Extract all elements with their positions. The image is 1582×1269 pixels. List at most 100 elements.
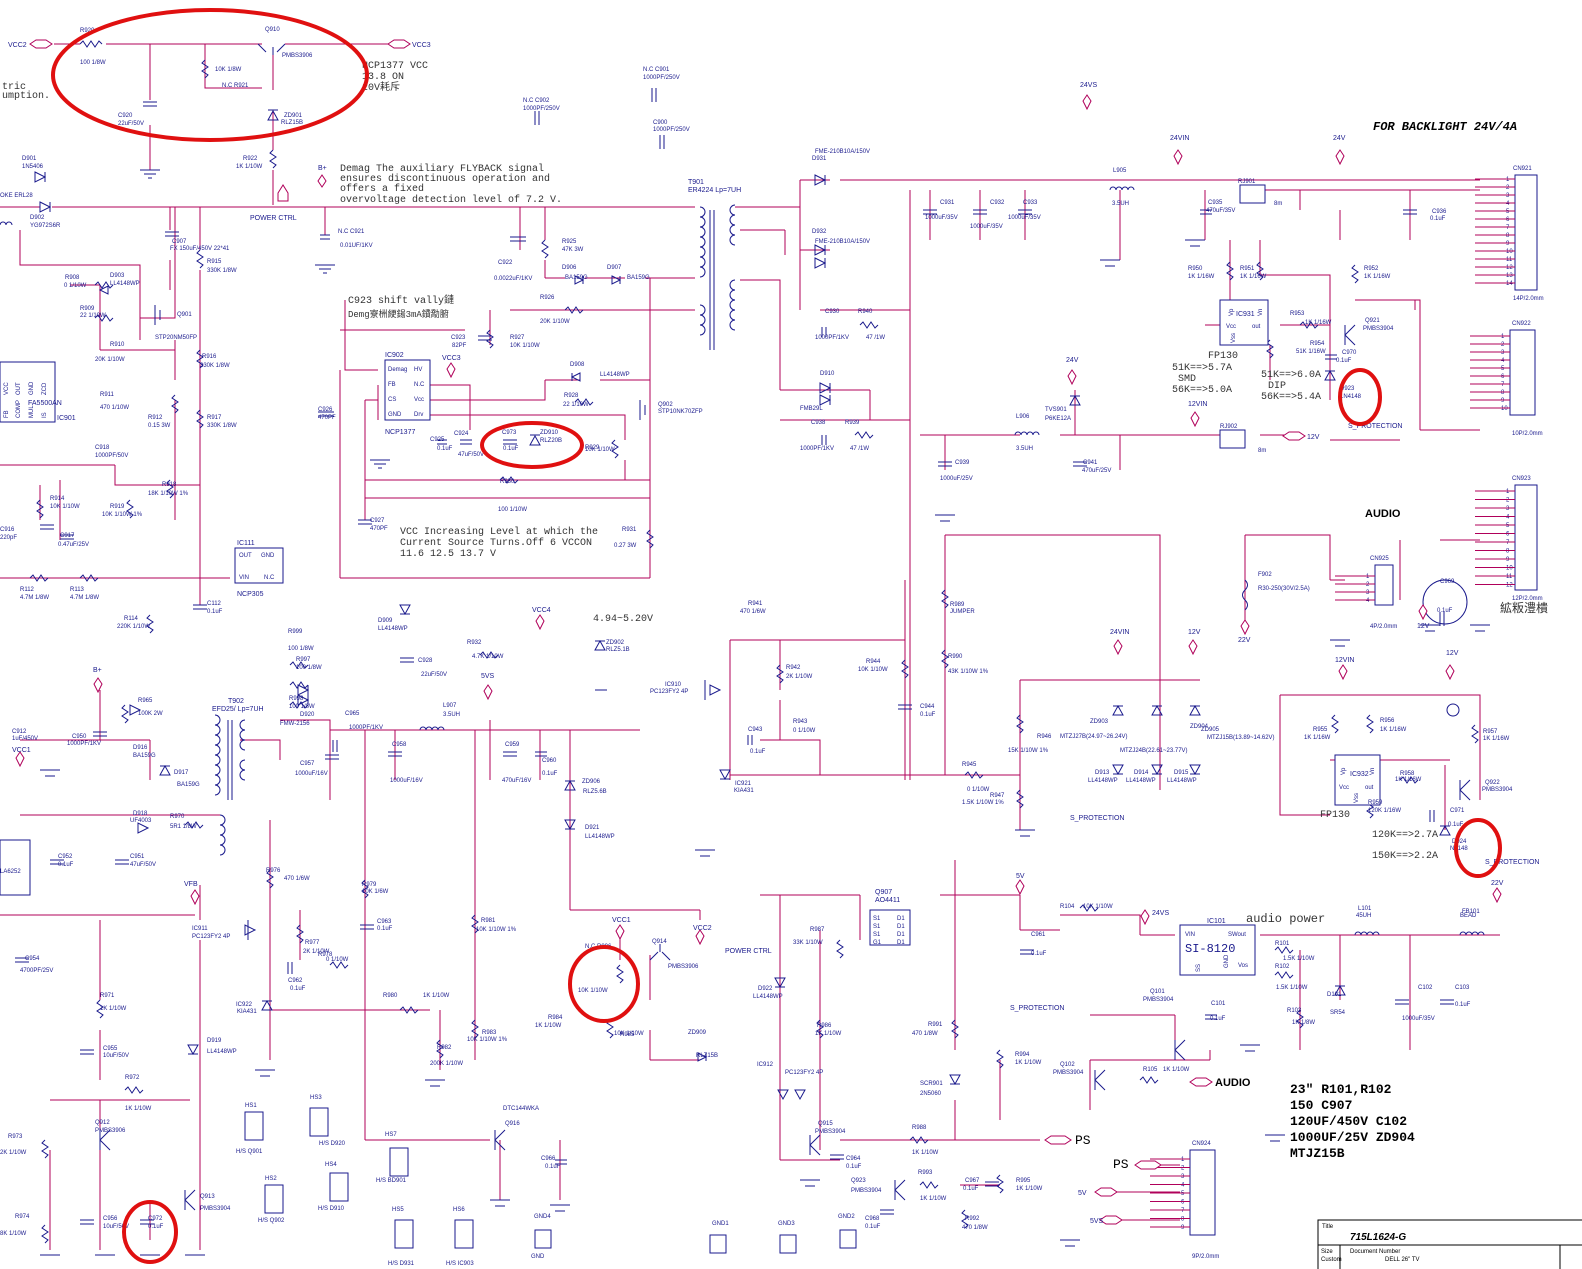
component-label: R984	[548, 1015, 563, 1021]
ic902-pin-nc: N.C	[414, 382, 425, 388]
component-label: 4.7K 1/10W	[472, 654, 504, 660]
component-label: Q914	[652, 939, 667, 945]
component-label: R998	[289, 696, 304, 702]
component-label: R104	[1060, 904, 1075, 910]
component-label: HS4	[325, 1162, 337, 1168]
component-label: R997	[296, 657, 311, 663]
component-label: RJ901	[1238, 179, 1256, 185]
component-label: R971	[100, 993, 115, 999]
component-label: C954	[25, 956, 40, 962]
cn923-pin: 8	[1506, 549, 1510, 555]
component-label: R946	[1037, 734, 1052, 740]
component-label: HS6	[453, 1207, 465, 1213]
cn921-pin: 2	[1506, 185, 1510, 191]
component-label: LL4148WP	[1088, 778, 1118, 784]
component-label: GND3	[778, 1221, 795, 1227]
docnum-key: Document Number	[1350, 1249, 1400, 1255]
component-label: 1000PF/1KV	[815, 335, 849, 341]
cn923-pin: 11	[1506, 574, 1513, 580]
component-label: C101	[1211, 1001, 1226, 1007]
cn921-pin: 4	[1506, 201, 1510, 207]
component-label: 10K 1/8W	[215, 67, 242, 73]
net-bplus-1: B+	[318, 165, 327, 172]
ic901-ref: IC901	[57, 415, 76, 422]
component-label: P6KE12A	[1045, 416, 1071, 422]
component-label: MTZJ24B(22.61~23.77V)	[1120, 748, 1188, 754]
component-label: OKE ERL28	[0, 193, 33, 199]
rj902-body	[1219, 429, 1246, 449]
component-label: R994	[1015, 1052, 1030, 1058]
cn921-body	[1514, 174, 1538, 291]
component-label: 4.7M 1/8W	[70, 595, 99, 601]
component-label: H/S D931	[388, 1261, 415, 1267]
component-label: C961	[1031, 932, 1046, 938]
component-label: Q912	[95, 1120, 110, 1126]
component-label: 0.1uF	[58, 862, 74, 868]
ic931-pin-vn: Vn	[1258, 309, 1264, 316]
component-label: 10K 1/6W	[362, 889, 389, 895]
component-label: HS5	[392, 1207, 404, 1213]
cn922-pin: 9	[1501, 398, 1505, 404]
component-label: R956	[1380, 718, 1395, 724]
cn924-pin: 7	[1181, 1208, 1185, 1214]
q907-pin-g1: G1	[873, 940, 882, 946]
net-vcc3-b: VCC3	[442, 355, 461, 362]
component-label: 20K 1/10W	[540, 319, 570, 325]
component-label: HS3	[310, 1095, 322, 1101]
component-label: 1000PF/1KV	[349, 725, 383, 731]
component-label: C950	[72, 734, 87, 740]
component-label: 1000uF/16V	[295, 771, 328, 777]
net-vcc2-b: VCC2	[693, 925, 712, 932]
component-label: R929	[585, 445, 600, 451]
component-label: R931	[622, 527, 637, 533]
ic901-pin-fb: FB	[4, 410, 10, 418]
component-label: 1000uF/25V	[940, 476, 973, 482]
component-label: R945	[962, 762, 977, 768]
component-label: RLZ15B	[281, 120, 303, 126]
cn921-pin: 9	[1506, 241, 1510, 247]
ic111-pin-out: OUT	[239, 553, 252, 559]
component-label: R974	[15, 1214, 30, 1220]
component-label: N.C C921	[338, 229, 365, 235]
ic932-pin-vcc: Vcc	[1339, 785, 1349, 791]
net-24vs: 24VS	[1080, 82, 1097, 89]
component-label: D931	[812, 156, 827, 162]
ic101-pin-gnd: GND	[1224, 954, 1230, 968]
component-label: C966	[541, 1156, 556, 1162]
component-label: 0.1uF	[437, 446, 453, 452]
ic902-pin-drv: Drv	[414, 412, 423, 418]
component-label: D909	[378, 618, 393, 624]
ic932-ref: IC932	[1350, 771, 1369, 778]
net-bplus-2: B+	[93, 667, 102, 674]
ic101-pin-vin: VIN	[1185, 932, 1195, 938]
component-label: PC123FY2 4P	[192, 934, 230, 940]
component-label: 22 1/10W	[563, 402, 589, 408]
component-label: 3.5UH	[443, 712, 460, 718]
component-label: D902	[30, 215, 45, 221]
component-label: R920	[80, 28, 95, 34]
component-label: PMBS3904	[1363, 326, 1394, 332]
component-label: BEAD	[1460, 913, 1477, 919]
component-label: 1.5K 1/10W 1%	[962, 800, 1004, 806]
component-label: R916	[202, 354, 217, 360]
title-value: 715L1624-G	[1350, 1232, 1406, 1243]
component-label: F902	[1258, 572, 1272, 578]
net-12v-d: 12V	[1446, 650, 1459, 657]
cn922-body	[1509, 329, 1536, 416]
component-label: R941	[748, 601, 763, 607]
component-label: 4700PF/25V	[20, 968, 53, 974]
ic931-ref: IC931	[1236, 311, 1255, 318]
highlight-circles	[51, 8, 1502, 1264]
component-label: DTC144WKA	[503, 1106, 539, 1112]
component-label: R102	[1275, 964, 1290, 970]
component-label: C971	[1450, 808, 1465, 814]
component-label: 45UH	[1356, 913, 1371, 919]
component-label: ZD901	[284, 113, 303, 119]
ic932-pin-out: out	[1365, 785, 1374, 791]
ic901-pin-vcc: VCC	[4, 382, 10, 395]
net-ps-2: PS	[1113, 1157, 1129, 1172]
highlight-zd910	[480, 421, 584, 469]
net-12v-b: 12V	[1417, 623, 1430, 630]
